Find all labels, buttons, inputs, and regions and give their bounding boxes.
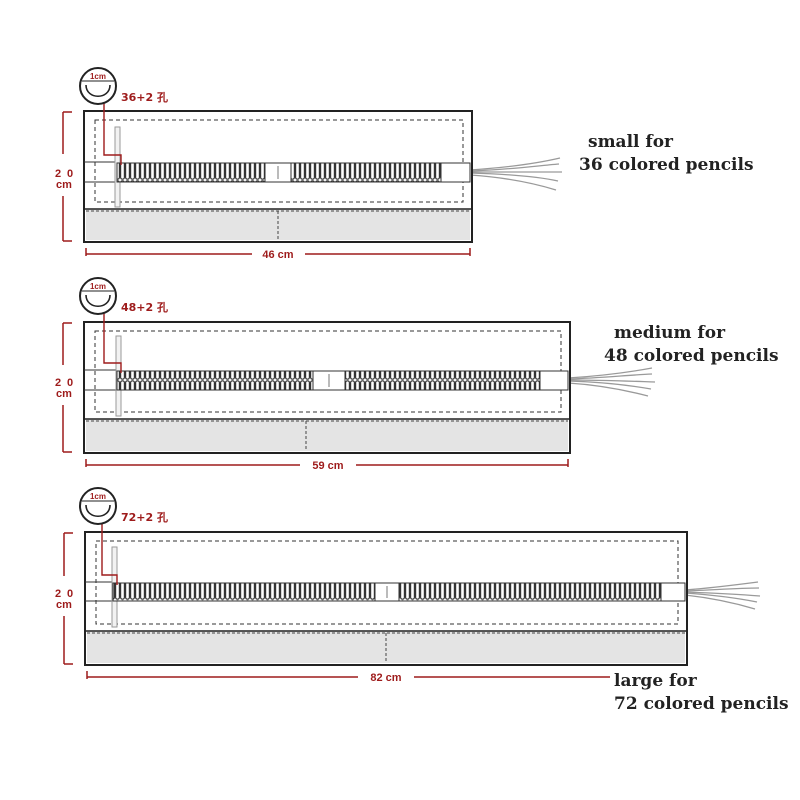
width-label-large: 82 cm	[370, 672, 401, 684]
width-label-medium: 59 cm	[312, 460, 343, 472]
width-dimension-medium	[85, 459, 569, 467]
strap-anchor-medium	[539, 370, 569, 391]
caption-medium: medium for 48 colored pencils	[604, 322, 794, 368]
strap-anchor-large	[660, 582, 686, 602]
height-unit-small: cm	[56, 179, 72, 191]
elastic-loops-medium-left	[116, 370, 314, 391]
pocket-panel-small	[86, 209, 470, 240]
height-digit-a-medium: 2	[55, 377, 61, 389]
height-digit-b-small: 0	[67, 168, 73, 180]
caption-small-line2: 36 colored pencils	[579, 154, 754, 175]
strap-anchor-small	[440, 162, 471, 183]
elastic-loops-large-left	[112, 582, 376, 602]
strap-small	[469, 157, 562, 191]
loop-size-label-small: 1cm	[90, 72, 106, 81]
elastic-loops-small-left	[116, 162, 266, 183]
caption-large-line2: 72 colored pencils	[614, 693, 789, 714]
loop-size-label-large: 1cm	[90, 492, 106, 501]
caption-large-line1: large for	[614, 671, 697, 691]
height-digit-a-small: 2	[55, 168, 61, 180]
caption-large: large for 72 colored pencils	[614, 670, 796, 716]
pocket-panel-medium	[86, 419, 568, 451]
pocket-panel-large	[87, 631, 685, 663]
strap-large	[684, 581, 761, 610]
stitch-line-small	[94, 119, 464, 203]
height-dimension-small	[62, 111, 72, 242]
caption-medium-line1: medium for	[614, 323, 726, 343]
hole-count-label-large: 72+2 孔	[121, 511, 168, 524]
pencil-case-large: 1cm 72+2 孔 2 0 cm 82 cm	[55, 487, 761, 684]
height-digit-b-medium: 0	[67, 377, 73, 389]
caption-medium-line2: 48 colored pencils	[604, 345, 779, 366]
width-label-small: 46 cm	[262, 249, 293, 261]
cross-section-icon	[79, 277, 117, 315]
strap-medium	[567, 367, 656, 397]
height-unit-large: cm	[56, 599, 72, 611]
height-unit-medium: cm	[56, 388, 72, 400]
hole-count-label-small: 36+2 孔	[121, 91, 168, 104]
width-dimension-large	[86, 671, 610, 679]
caption-small: small for 36 colored pencils	[579, 131, 779, 177]
loop-size-label-medium: 1cm	[90, 282, 106, 291]
height-digit-b-large: 0	[67, 588, 73, 600]
height-dimension-large	[63, 532, 73, 665]
caption-small-line1: small for	[588, 132, 674, 152]
height-digit-a-large: 2	[55, 588, 61, 600]
elastic-loops-large-right	[398, 582, 662, 602]
height-dimension-medium	[62, 322, 72, 453]
hole-count-label-medium: 48+2 孔	[121, 301, 168, 314]
width-dimension-small	[85, 248, 471, 256]
elastic-loops-medium-right	[344, 370, 541, 391]
cross-section-icon	[79, 67, 117, 105]
pencil-case-small: 1cm 36+2 孔 2 0 cm 46 cm	[55, 67, 562, 261]
pencil-case-medium: 1cm 48+2 孔 2 0 cm 59 cm	[55, 277, 656, 472]
elastic-loops-small-right	[290, 162, 442, 183]
cross-section-icon	[79, 487, 117, 525]
